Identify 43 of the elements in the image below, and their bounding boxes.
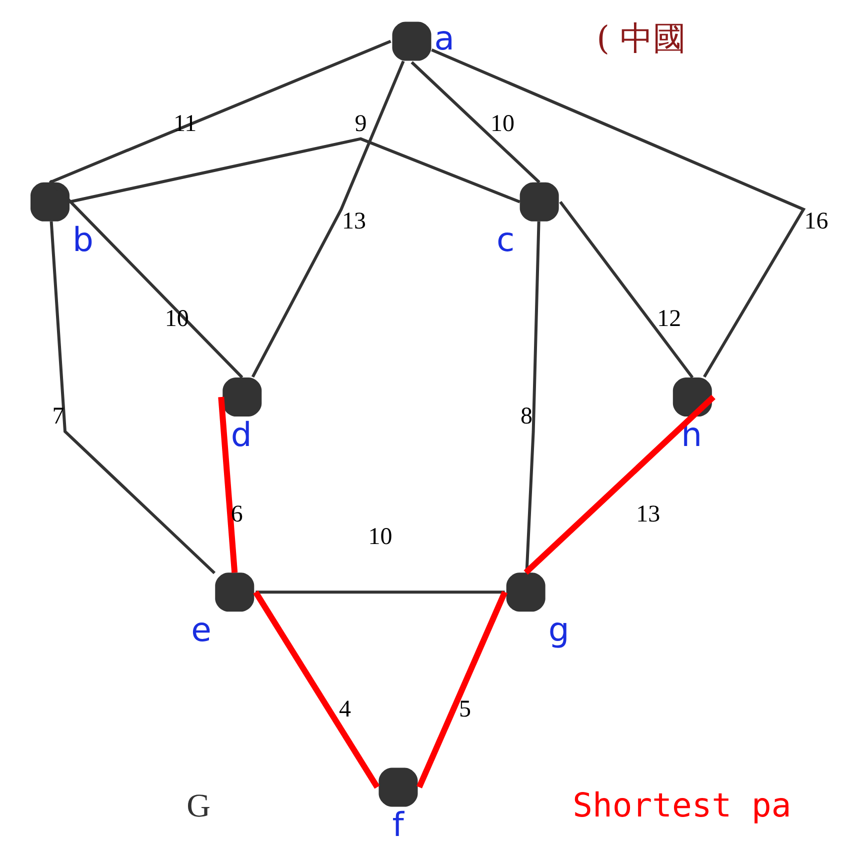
connector [253,590,380,789]
connector [410,61,540,184]
node-circle [215,572,254,612]
edge-label: 12 [657,306,682,332]
label: G [186,788,211,825]
connector [49,40,392,184]
connector [559,200,694,378]
edge-label: 8 [520,404,533,430]
connector [256,590,505,594]
node-circle [378,768,418,807]
connector [48,180,244,379]
edge-label: 10 [490,111,515,138]
connector [50,221,216,574]
connector [69,137,520,204]
node-circle [506,572,546,612]
node-label: d [230,414,252,454]
connector [416,590,508,788]
edge-label: 10 [164,306,189,332]
node-label: f [392,805,404,844]
edge-label: 16 [804,208,828,235]
node-label: e [191,610,212,650]
node-circle [672,377,712,416]
node-circle [520,182,559,222]
node-circle [222,377,262,416]
edge-label: 4 [338,696,351,722]
connector [525,221,540,572]
label: ( 中國 [596,18,686,58]
node-circle [30,182,70,222]
label: Shortest pa [572,786,792,825]
edge-label: 13 [636,501,660,528]
node-label: g [548,610,570,650]
node-label: b [72,220,94,259]
connector [524,394,716,575]
connector [251,60,405,378]
edge-label: 9 [354,111,367,138]
edge-label: 10 [368,524,392,550]
node-label: a [434,18,454,58]
node-circle [392,22,432,61]
node-label: c [496,220,515,259]
edge-label: 13 [342,208,366,235]
connector [218,396,238,573]
connector [431,48,805,378]
edge-label: 5 [459,696,472,722]
